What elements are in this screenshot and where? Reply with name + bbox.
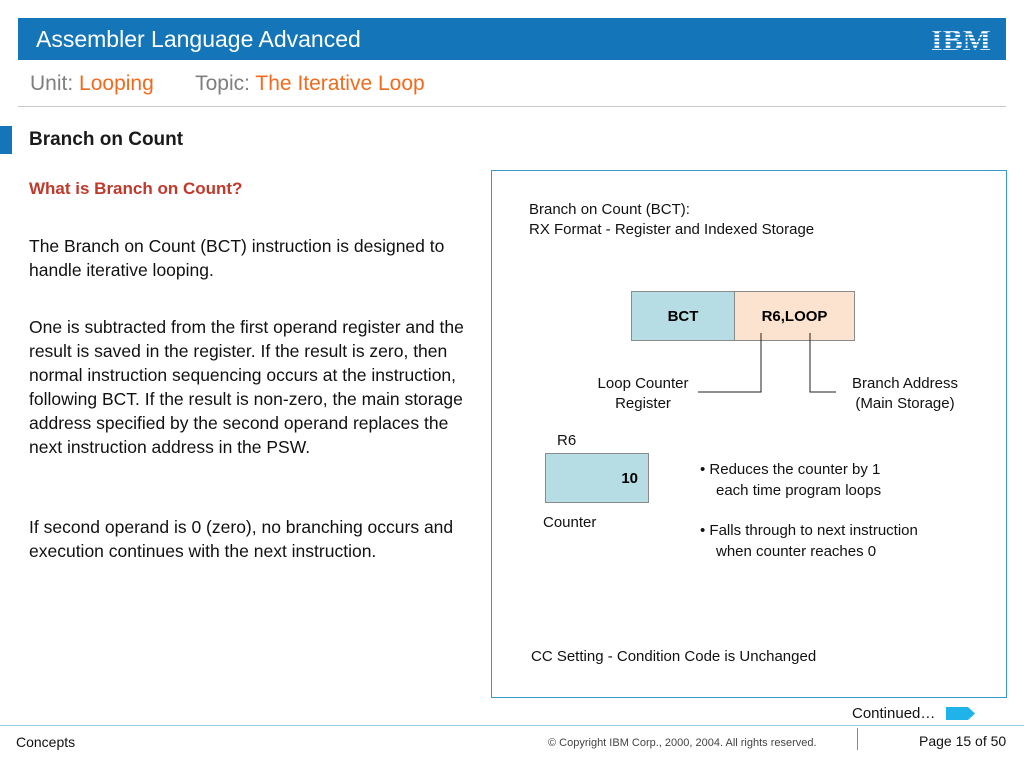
opcode-text: BCT <box>667 307 699 325</box>
header-divider <box>18 106 1006 107</box>
paragraph-zero-operand: If second operand is 0 (zero), no branch… <box>29 517 454 561</box>
unit-label: Unit: <box>30 72 74 95</box>
branch-address-label-line1: Branch Address <box>852 375 958 392</box>
footer-module-name: Concepts <box>16 734 76 750</box>
bullet-reduces-counter-line2: each time program loops <box>716 482 882 499</box>
topic-value: The Iterative Loop <box>255 72 425 95</box>
title-bar: Assembler Language Advanced IBM <box>18 18 1006 60</box>
bullet-falls-through-line1: • Falls through to next instruction <box>700 522 918 539</box>
section-accent-bar <box>0 126 12 154</box>
bullet-falls-through-line2: when counter reaches 0 <box>716 543 877 560</box>
page-number: Page 15 of 50 <box>919 733 1007 749</box>
unit-topic-line: Unit: Looping Topic: The Iterative Loop <box>30 72 425 96</box>
paragraph-intro: The Branch on Count (BCT) instruction is… <box>29 236 445 280</box>
loop-counter-label: Loop Counter Register <box>578 374 708 414</box>
cc-setting-note: CC Setting - Condition Code is Unchanged <box>531 648 817 665</box>
loop-counter-label-line2: Register <box>615 395 671 412</box>
register-value: 10 <box>621 470 638 487</box>
operands-cell: R6,LOOP <box>734 291 855 341</box>
bullet-reduces-counter-line1: • Reduces the counter by 1 <box>700 461 881 478</box>
ibm-logo: IBM <box>931 24 991 54</box>
counter-label: Counter <box>543 514 597 531</box>
operands-text: R6,LOOP <box>761 307 828 325</box>
app-title: Assembler Language Advanced <box>36 26 361 52</box>
bullet-reduces-counter: • Reduces the counter by 1 each time pro… <box>700 459 881 501</box>
section-title: Branch on Count <box>29 129 184 150</box>
footer-separator <box>857 728 858 750</box>
format-title: Branch on Count (BCT): <box>529 201 690 218</box>
loop-counter-label-line1: Loop Counter <box>597 375 689 392</box>
continued-label: Continued… <box>852 705 936 722</box>
bullet-falls-through: • Falls through to next instruction when… <box>700 520 918 562</box>
unit-value: Looping <box>79 72 154 95</box>
branch-address-label: Branch Address (Main Storage) <box>830 374 980 414</box>
ibm-logo-text: IBM <box>931 24 991 54</box>
topic-label: Topic: <box>195 72 250 95</box>
paragraph-behavior: One is subtracted from the first operand… <box>29 317 464 457</box>
question-heading: What is Branch on Count? <box>29 179 243 198</box>
right-arrow-icon[interactable] <box>946 706 976 721</box>
branch-address-label-line2: (Main Storage) <box>855 395 955 412</box>
opcode-cell: BCT <box>631 291 735 341</box>
footer-divider <box>0 725 1024 726</box>
format-description: RX Format - Register and Indexed Storage <box>529 221 815 238</box>
copyright-notice: © Copyright IBM Corp., 2000, 2004. All r… <box>548 737 817 749</box>
diagram-panel <box>491 170 1007 698</box>
register-name: R6 <box>557 432 577 449</box>
register-box: 10 <box>545 453 649 503</box>
